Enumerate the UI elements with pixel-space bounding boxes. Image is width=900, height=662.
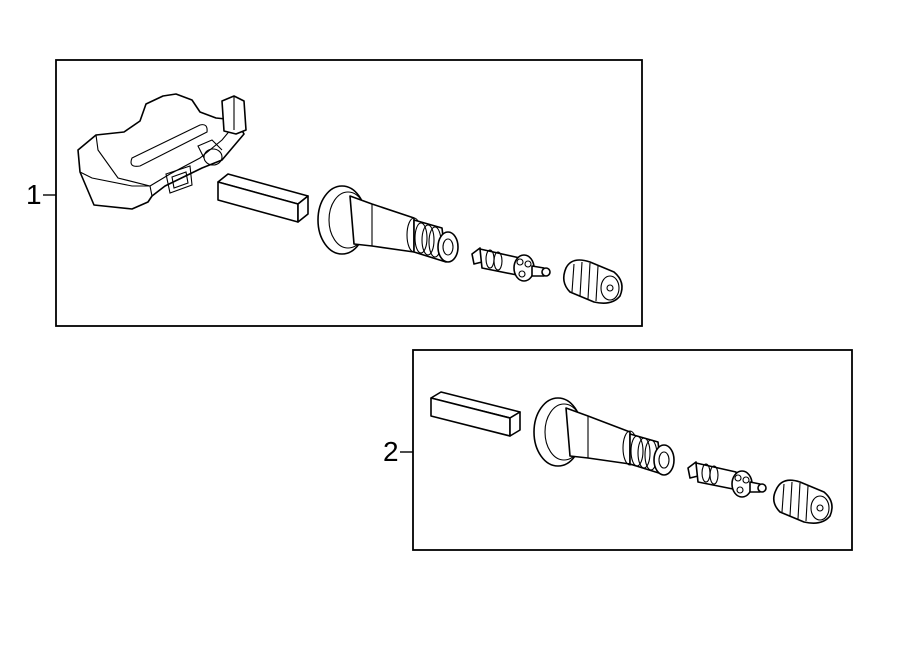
valve-stem-part-2 bbox=[533, 397, 675, 476]
assembly-group-2: 2 bbox=[383, 349, 853, 551]
callout-1-label: 1 bbox=[26, 179, 42, 210]
callout-2-label: 2 bbox=[383, 436, 399, 467]
grommet-bar-part-1 bbox=[217, 173, 309, 223]
valve-cap-part-1 bbox=[562, 259, 623, 304]
assembly-group-1: 1 bbox=[26, 59, 643, 327]
valve-core-part-2 bbox=[687, 461, 767, 498]
tpms-sensor-part bbox=[77, 93, 247, 210]
grommet-bar-part-2 bbox=[430, 391, 521, 437]
valve-cap-part-2 bbox=[772, 479, 833, 524]
valve-core-part-1 bbox=[471, 247, 551, 282]
valve-stem-part-1 bbox=[317, 185, 459, 263]
